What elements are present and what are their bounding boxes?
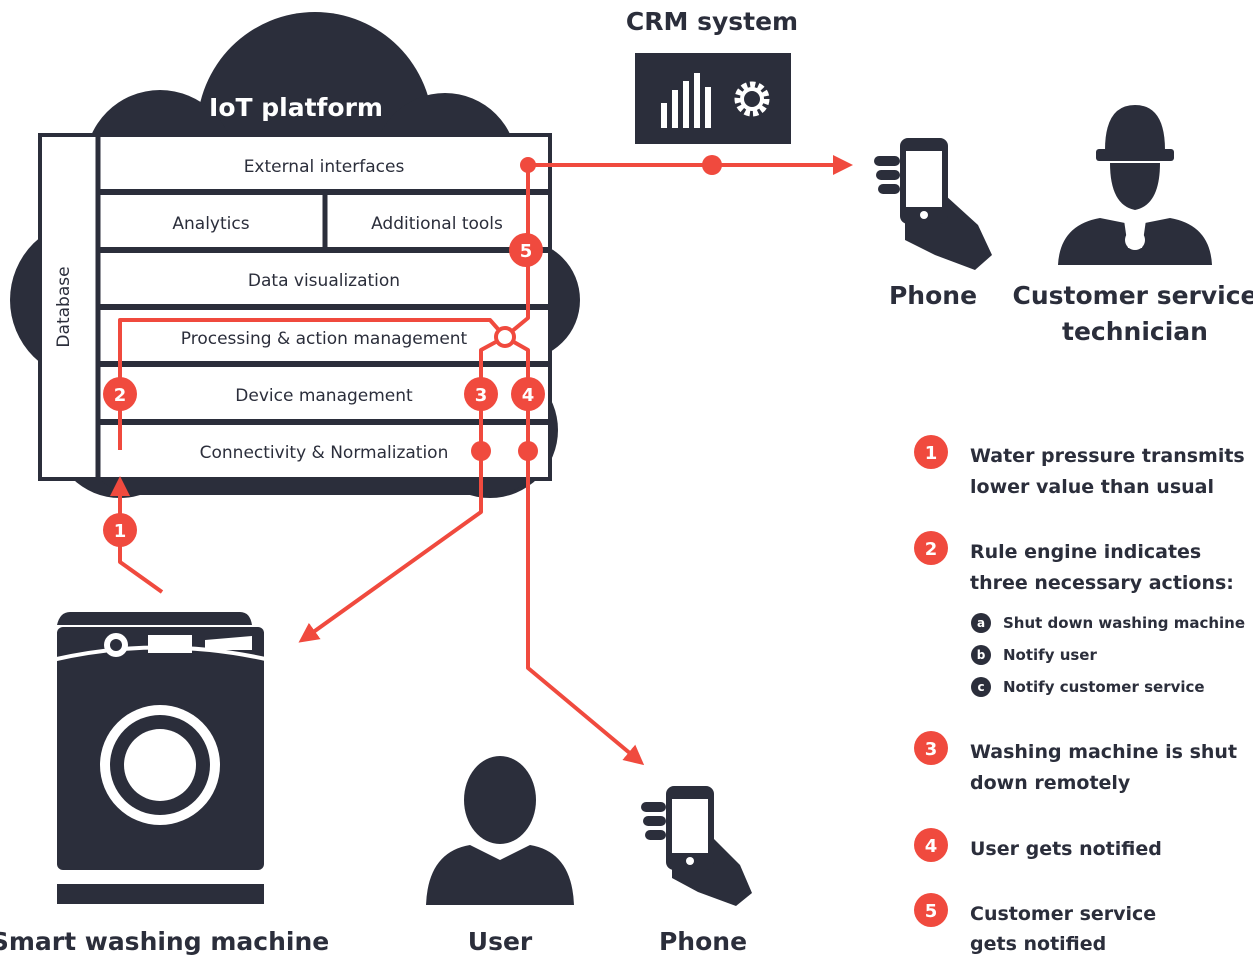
technician-icon [1058,105,1212,265]
layer-processing: Processing & action management [181,329,468,349]
svg-text:Shut down washing machine: Shut down washing machine [1003,614,1245,632]
svg-text:Water pressure transmits: Water pressure transmits [970,445,1245,467]
svg-text:three necessary actions:: three necessary actions: [970,572,1234,594]
legend-item-1: 1 Water pressure transmits lower value t… [914,435,1245,498]
washing-machine-icon [51,612,271,904]
legend-subitem-c: c Notify customer service [971,677,1205,697]
phone-bottom-icon [641,786,752,906]
layer-analytics: Analytics [172,214,249,234]
layer-connectivity: Connectivity & Normalization [200,443,449,463]
svg-text:2: 2 [925,539,938,560]
svg-text:lower value than usual: lower value than usual [970,476,1214,498]
marker-4: 4 [511,377,545,411]
layer-device-management: Device management [235,386,413,406]
platform-title: IoT platform [209,93,383,122]
platform-stack [38,133,552,481]
marker-5: 5 [509,233,543,267]
svg-text:3: 3 [475,385,488,406]
layer-external-interfaces: External interfaces [244,157,405,177]
technician-label-line1: Customer service [1013,281,1253,310]
legend: 1 Water pressure transmits lower value t… [914,435,1245,955]
layer-additional-tools: Additional tools [371,214,503,234]
svg-text:b: b [977,648,986,662]
layer-data-visualization: Data visualization [248,271,400,291]
legend-item-3: 3 Washing machine is shut down remotely [914,731,1237,794]
flow-nodes [471,155,722,461]
legend-subitem-b: b Notify user [971,645,1097,665]
svg-text:c: c [977,680,984,694]
washing-machine-label: Smart washing machine [0,927,329,956]
svg-text:1: 1 [925,443,938,464]
svg-text:1: 1 [114,521,127,542]
svg-text:4: 4 [925,836,938,857]
svg-text:a: a [977,616,985,630]
svg-text:down remotely: down remotely [970,772,1131,794]
svg-text:5: 5 [520,241,533,262]
svg-text:4: 4 [522,385,535,406]
database-label: Database [54,266,74,347]
legend-item-4: 4 User gets notified [914,828,1162,862]
phone-top-icon [874,138,992,270]
user-label: User [468,927,533,956]
marker-1: 1 [103,513,137,547]
svg-text:Washing machine is shut: Washing machine is shut [970,741,1237,763]
svg-text:User gets notified: User gets notified [970,838,1162,860]
svg-text:gets notified: gets notified [970,933,1106,955]
legend-item-2: 2 Rule engine indicates three necessary … [914,531,1234,594]
legend-subitem-a: a Shut down washing machine [971,613,1245,633]
svg-text:Customer service: Customer service [970,903,1156,925]
phone-top-label: Phone [889,281,977,310]
marker-3: 3 [464,377,498,411]
user-icon [426,756,574,905]
svg-text:Notify customer service: Notify customer service [1003,678,1205,696]
svg-text:3: 3 [925,739,938,760]
svg-text:5: 5 [925,901,938,922]
svg-text:Notify user: Notify user [1003,646,1097,664]
crm-icon [635,53,791,144]
legend-item-5: 5 Customer service gets notified [914,893,1156,955]
svg-text:2: 2 [114,385,127,406]
phone-bottom-label: Phone [659,927,747,956]
svg-text:Rule engine indicates: Rule engine indicates [970,541,1201,563]
technician-label-line2: technician [1062,317,1208,346]
marker-2: 2 [103,377,137,411]
crm-label: CRM system [626,7,798,36]
